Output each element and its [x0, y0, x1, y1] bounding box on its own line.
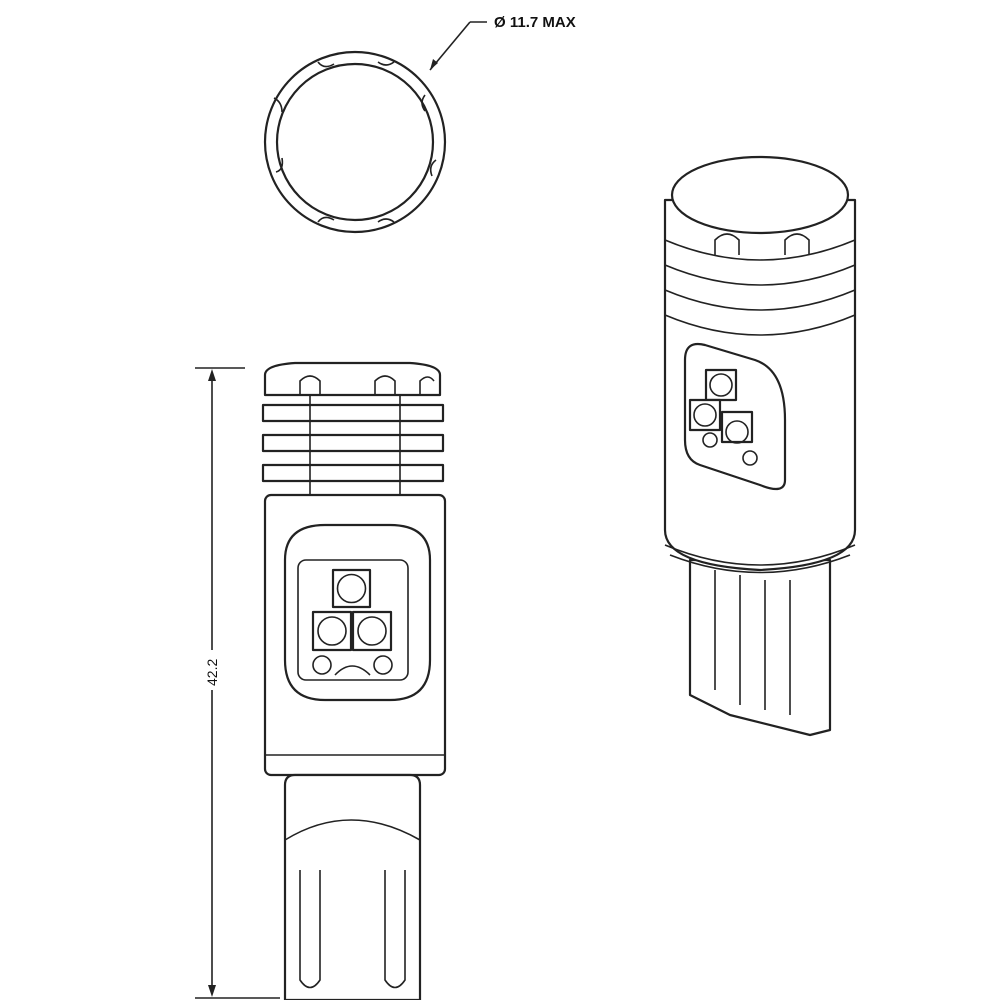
diameter-label: Ø 11.7 MAX — [494, 14, 576, 31]
front-view: 42.2 — [195, 361, 447, 1000]
length-label: 42.2 — [204, 659, 220, 686]
perspective-view — [663, 155, 857, 737]
top-view: Ø 11.7 MAX — [263, 14, 576, 234]
